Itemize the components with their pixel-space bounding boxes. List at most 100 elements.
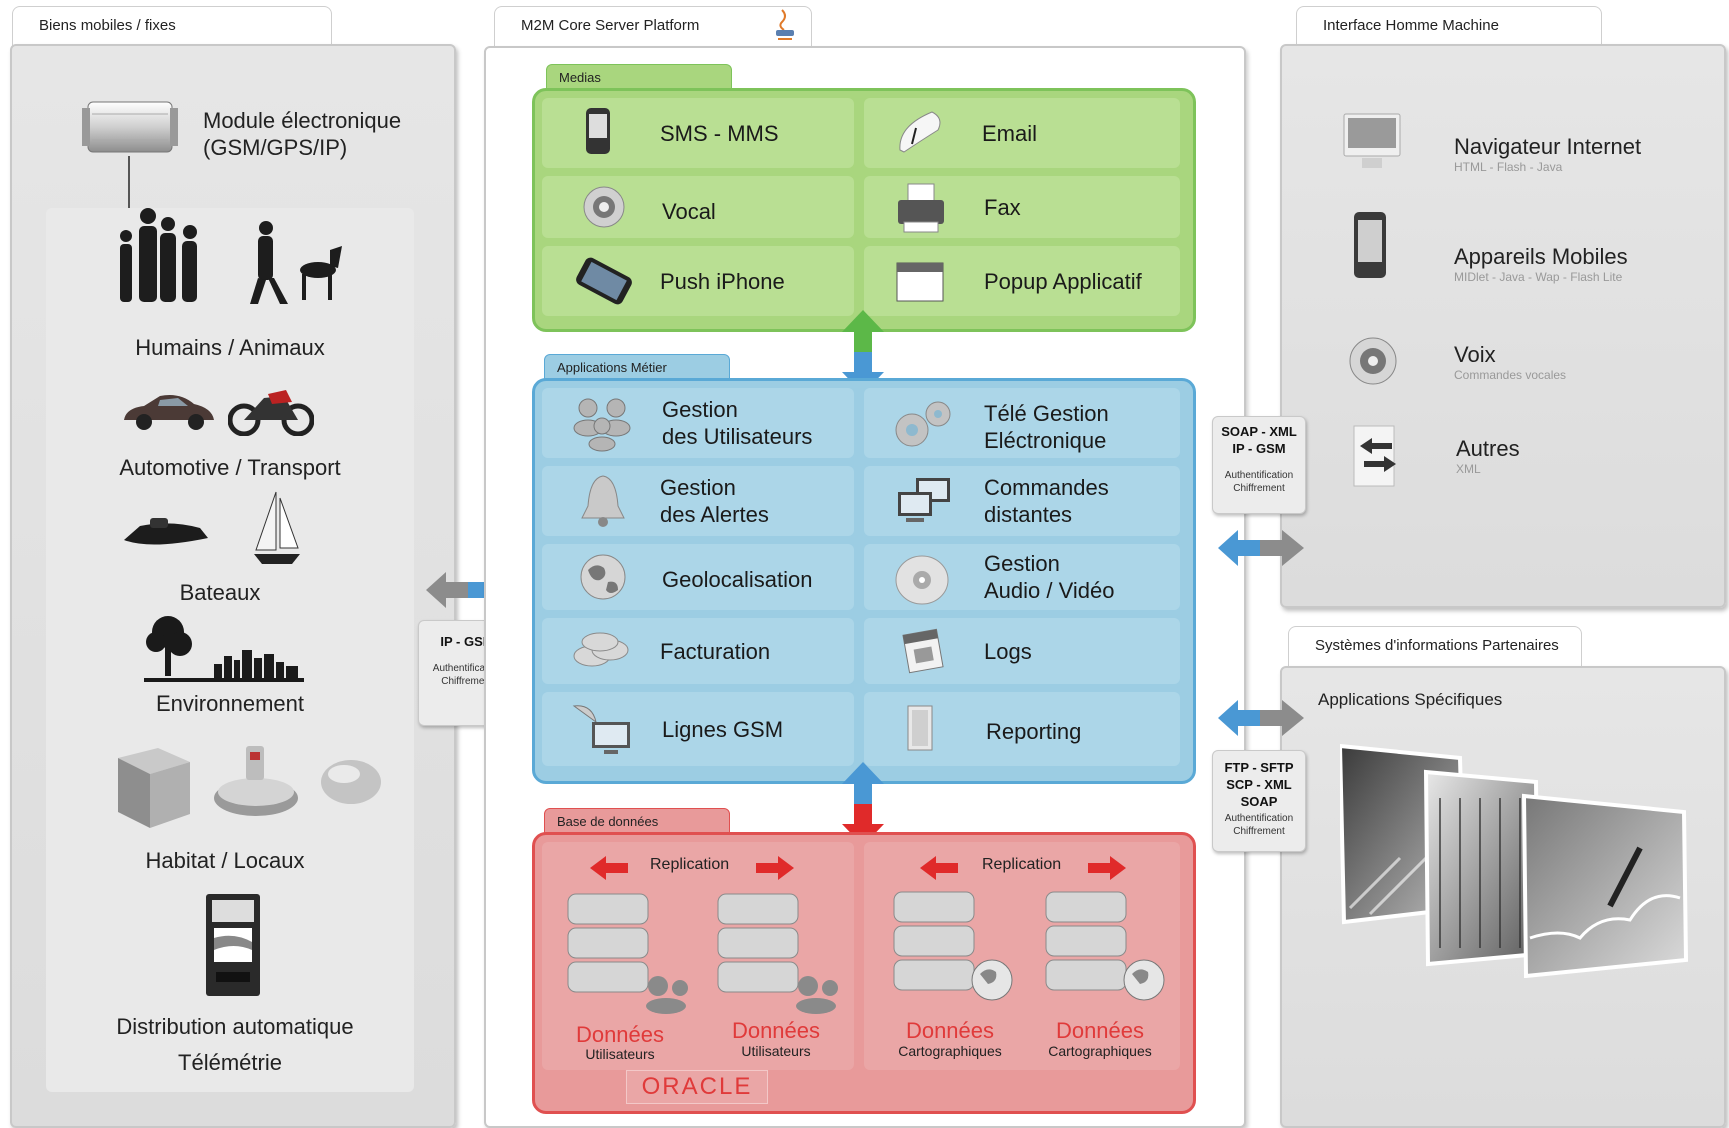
family-silhouette-icon xyxy=(120,208,197,302)
java-logo-icon xyxy=(776,9,794,40)
computers-icon xyxy=(898,478,950,522)
app-reporting: Reporting xyxy=(864,692,1180,766)
specific-applications-images xyxy=(1340,743,1689,978)
protocol-rt-title2: IP - GSM xyxy=(1232,441,1286,456)
media-push-iphone: Push iPhone xyxy=(542,246,854,316)
media-email: Email xyxy=(864,98,1180,168)
building-cube-icon xyxy=(118,748,190,828)
walker-dog-silhouette-icon xyxy=(250,221,342,304)
ihm-appareils-title: Appareils Mobiles xyxy=(1454,244,1628,269)
app-tele-gestion: Télé Gestion Eléctronique xyxy=(864,388,1180,458)
oracle-logo-text: ORACLE xyxy=(641,1073,753,1100)
module-label-line1: Module électronique xyxy=(203,108,402,133)
app-gestion-alertes-line1: Gestion xyxy=(660,475,736,500)
protocol-left-sub2: Chiffrement xyxy=(441,676,493,687)
protocol-rb-title1: FTP - SFTP xyxy=(1224,760,1294,775)
ihm-appareils-sub: MIDlet - Java - Wap - Flash Lite xyxy=(1454,270,1623,284)
protocol-rb-sub2: Chiffrement xyxy=(1233,826,1285,837)
protocol-left-title: IP - GSM xyxy=(440,634,494,649)
category-habitat-locaux: Habitat / Locaux xyxy=(145,848,305,873)
app-logs: Logs xyxy=(864,618,1180,684)
ihm-panel-tab: Interface Homme Machine xyxy=(1296,6,1602,46)
app-gestion-alertes: Gestion des Alertes xyxy=(542,466,854,536)
database-tab: Base de données xyxy=(544,808,730,834)
coins-icon xyxy=(573,632,629,667)
protocol-rt-sub1: Authentification xyxy=(1224,470,1294,481)
media-push-iphone-label: Push iPhone xyxy=(660,269,785,294)
voice-speaker-icon xyxy=(1349,337,1397,385)
db-group1-title: Données xyxy=(575,1022,665,1047)
protocol-rb-sub1: Authentification xyxy=(1224,813,1294,824)
server-globe-icon xyxy=(893,891,1013,1001)
media-fax: Fax xyxy=(864,176,1180,238)
monitor-icon xyxy=(1343,113,1401,168)
applications-tab: Applications Métier xyxy=(544,354,730,380)
app-gestion-audio-video-line1: Gestion xyxy=(984,551,1060,576)
media-sms-mms: SMS - MMS xyxy=(542,98,854,168)
medias-tab: Medias xyxy=(546,64,732,90)
protocol-rt-sub2: Chiffrement xyxy=(1233,483,1285,494)
partners-title: Applications Spécifiques xyxy=(1318,690,1503,709)
center-panel-tab: M2M Core Server Platform xyxy=(494,6,812,46)
medias-apps-arrow xyxy=(842,310,884,394)
server-users-icon-2 xyxy=(717,893,838,1014)
app-geolocalisation: Geolocalisation xyxy=(542,544,854,610)
alarm-keypad-icon xyxy=(214,746,298,816)
db-group3-subtitle: Cartographiques xyxy=(898,1043,1002,1059)
media-popup-applicatif: Popup Applicatif xyxy=(864,246,1180,316)
media-sms-mms-label: SMS - MMS xyxy=(660,121,779,146)
ihm-voix-title: Voix xyxy=(1454,342,1496,367)
motorbike-icon xyxy=(228,390,314,436)
app-commandes-distantes-line1: Commandes xyxy=(984,475,1109,500)
app-gestion-audio-video: Gestion Audio / Vidéo xyxy=(864,544,1180,610)
ihm-navigateur-sub: HTML - Flash - Java xyxy=(1454,160,1563,174)
server-globe-icon-2 xyxy=(1045,891,1165,1001)
jetski-icon xyxy=(124,518,208,545)
disc-icon xyxy=(895,555,949,605)
document-icon xyxy=(907,705,933,751)
db-group4-subtitle: Cartographiques xyxy=(1048,1043,1152,1059)
protocol-rb-title2: SCP - XML xyxy=(1226,777,1292,792)
calendar-icon xyxy=(902,628,944,674)
app-gestion-utilisateurs-line1: Gestion xyxy=(662,397,738,422)
db-group1-subtitle: Utilisateurs xyxy=(585,1046,655,1062)
oracle-logo: ORACLE xyxy=(626,1070,768,1104)
db-group3-title: Données xyxy=(905,1018,995,1043)
replication-label-left: Replication xyxy=(650,856,730,873)
db-group2-subtitle: Utilisateurs xyxy=(741,1043,811,1059)
phone-icon xyxy=(586,108,610,154)
db-group4-title: Données xyxy=(1055,1018,1145,1043)
category-telemetrie: Télémétrie xyxy=(178,1050,282,1075)
app-facturation-label: Facturation xyxy=(660,639,771,664)
app-facturation: Facturation xyxy=(542,618,854,684)
car-icon xyxy=(124,395,214,430)
replication-label-right: Replication xyxy=(982,856,1062,873)
mobile-icon xyxy=(1354,212,1386,278)
ihm-navigateur-title: Navigateur Internet xyxy=(1454,134,1642,159)
users-icon xyxy=(573,398,631,452)
replication-right-arrow-icon xyxy=(756,856,794,880)
iphone-icon xyxy=(576,257,632,305)
window-icon xyxy=(896,262,944,302)
left-panel-tab: Biens mobiles / fixes xyxy=(12,6,332,46)
sailboat-icon xyxy=(254,491,300,564)
app-tele-gestion-line2: Eléctronique xyxy=(984,428,1107,453)
category-distribution-automatique: Distribution automatique xyxy=(116,1014,354,1039)
app-commandes-distantes: Commandes distantes xyxy=(864,466,1180,536)
app-reporting-label: Reporting xyxy=(986,719,1082,744)
app-lignes-gsm-label: Lignes GSM xyxy=(662,717,784,742)
category-automotive-transport: Automotive / Transport xyxy=(119,455,341,480)
app-tele-gestion-line1: Télé Gestion xyxy=(984,401,1109,426)
exchange-icon xyxy=(1353,425,1396,487)
partners-panel-tab: Systèmes d'informations Partenaires xyxy=(1288,626,1582,666)
replication-left-arrow-icon xyxy=(590,856,628,880)
category-environnement: Environnement xyxy=(156,691,304,716)
category-bateaux: Bateaux xyxy=(179,580,261,605)
server-users-icon xyxy=(567,893,688,1014)
apps-database-arrow xyxy=(842,762,884,846)
sensor-capsule-icon xyxy=(321,760,381,804)
replication-left-arrow-icon-2 xyxy=(920,856,958,880)
protocol-left-sub1: Authentification xyxy=(432,663,502,674)
app-gestion-utilisateurs: Gestion des Utilisateurs xyxy=(542,388,854,458)
media-vocal: Vocal xyxy=(542,176,854,238)
